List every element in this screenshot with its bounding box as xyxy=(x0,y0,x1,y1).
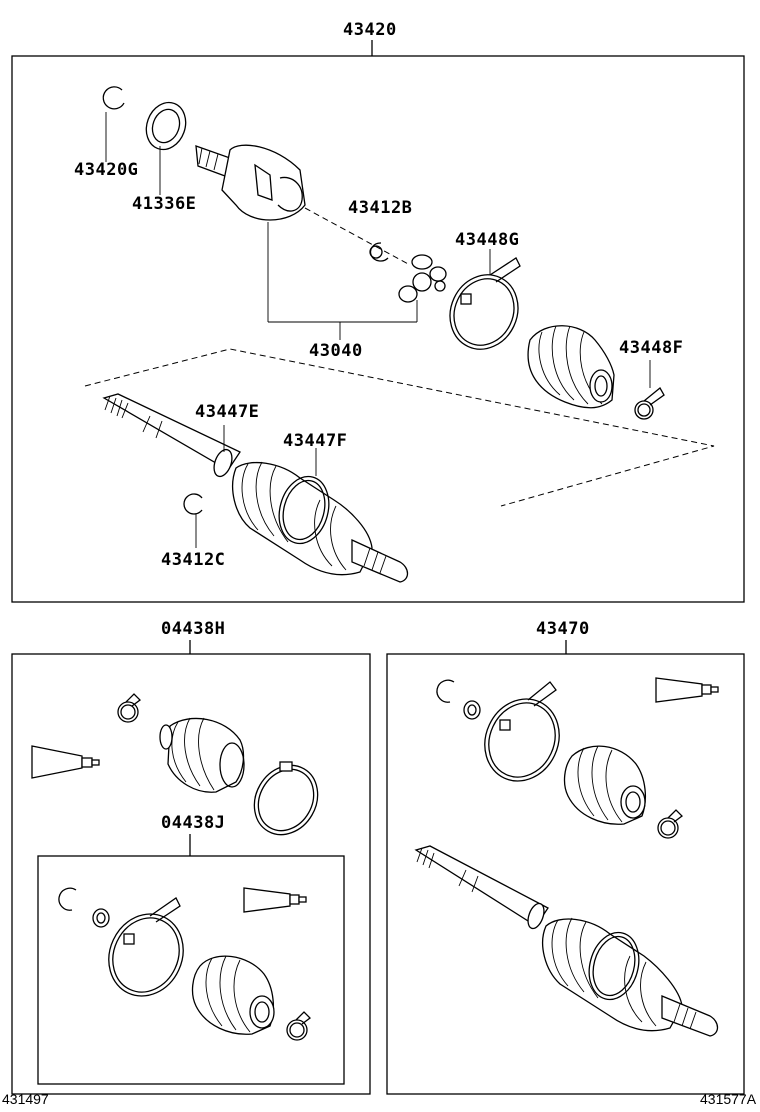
snap-ring-43412C xyxy=(183,493,203,548)
snap-ring-04438J xyxy=(58,887,77,911)
snap-ring-43470 xyxy=(436,679,455,703)
ring-04438J xyxy=(92,908,110,928)
label-43420: 43420 xyxy=(343,20,397,40)
drive-shaft xyxy=(102,393,409,583)
clamp-43448G xyxy=(449,249,521,350)
clamp-43448F xyxy=(634,360,665,420)
clamp-large-04438H xyxy=(253,761,319,836)
clamp-small-04438H xyxy=(117,693,141,723)
clamp-small-43470 xyxy=(657,809,683,839)
snap-ring-43412B xyxy=(369,242,389,262)
label-43420G: 43420G xyxy=(74,160,139,180)
frame-04438H xyxy=(11,653,371,1095)
label-43412B: 43412B xyxy=(348,198,413,218)
footer-left-code: 431497 xyxy=(2,1091,49,1107)
footer-right-code: 431577A xyxy=(700,1091,757,1107)
joint-housing-43040 xyxy=(195,144,418,340)
boot-04438H xyxy=(159,717,245,793)
ring-43470 xyxy=(463,700,481,720)
grease-tube-43470 xyxy=(655,677,719,703)
grease-tube-04438J xyxy=(243,887,307,913)
drive-shaft-43470 xyxy=(414,845,719,1037)
label-43040: 43040 xyxy=(309,341,363,361)
tripod-43040 xyxy=(398,254,447,303)
label-43448G: 43448G xyxy=(455,230,520,250)
label-04438H: 04438H xyxy=(161,619,226,639)
boot-43470 xyxy=(563,745,647,825)
label-43412C: 43412C xyxy=(161,550,226,570)
label-43447E: 43447E xyxy=(195,402,260,422)
label-04438J: 04438J xyxy=(161,813,226,833)
grease-tube-04438H xyxy=(31,745,100,779)
clamp-small-04438J xyxy=(286,1011,311,1041)
seal-41336E xyxy=(145,101,187,195)
frame-43420 xyxy=(11,55,745,603)
clamp-large-04438J xyxy=(108,897,184,997)
label-41336E: 41336E xyxy=(132,194,197,214)
label-43448F: 43448F xyxy=(619,338,684,358)
clamp-large-43470 xyxy=(484,681,560,782)
boot-top xyxy=(527,325,615,409)
frame-04438J xyxy=(37,855,345,1085)
dash-outline xyxy=(84,348,715,507)
label-43470: 43470 xyxy=(536,619,590,639)
snap-ring-43420G xyxy=(102,86,125,162)
label-43447F: 43447F xyxy=(283,431,348,451)
boot-04438J xyxy=(191,955,275,1035)
